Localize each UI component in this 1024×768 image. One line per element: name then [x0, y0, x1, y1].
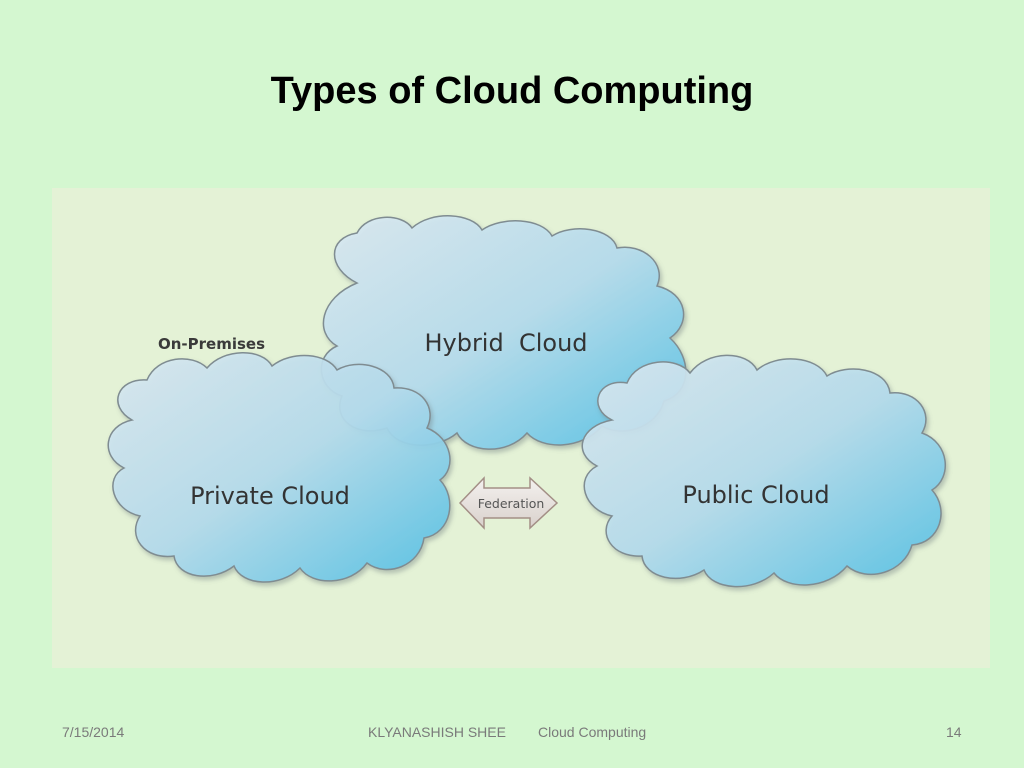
footer-topic: Cloud Computing	[538, 724, 647, 740]
hybrid-cloud-label: Hybrid Cloud	[424, 329, 587, 357]
on-premises-label: On-Premises	[158, 335, 265, 353]
public-cloud-label: Public Cloud	[682, 481, 829, 509]
slide-title: Types of Cloud Computing	[270, 70, 754, 112]
federation-label: Federation	[478, 496, 545, 511]
footer-author: KLYANASHISH SHEE	[368, 724, 506, 740]
cloud-types-diagram: On-Premises Hybrid Cloud Private Cloud P…	[52, 188, 990, 668]
footer-page-number: 14	[946, 724, 962, 740]
federation-arrow	[458, 476, 559, 530]
footer-date: 7/15/2014	[62, 724, 125, 740]
public-cloud-shape	[581, 354, 946, 588]
private-cloud-label: Private Cloud	[190, 482, 350, 510]
private-cloud-shape	[107, 352, 451, 583]
